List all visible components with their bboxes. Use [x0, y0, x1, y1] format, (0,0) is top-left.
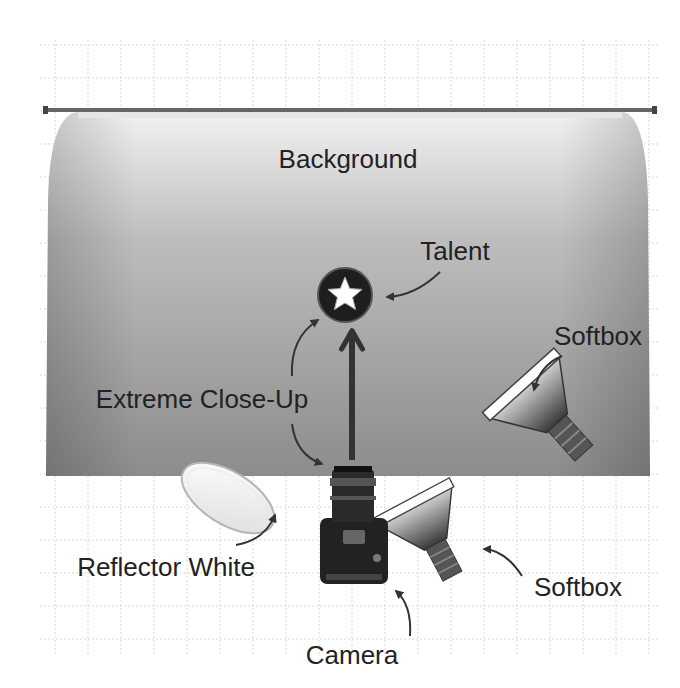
callout-label: Camera	[306, 641, 398, 671]
leader-arrow	[236, 515, 275, 545]
camera-direction-arrow	[349, 336, 355, 460]
grid-line	[40, 639, 660, 640]
background-sheet	[46, 112, 650, 476]
callout-label: Softbox	[554, 322, 642, 352]
leader-arrows	[236, 272, 562, 636]
background-bar	[45, 108, 655, 112]
camera-symbol	[320, 466, 388, 584]
grid	[40, 40, 660, 655]
leader-arrow	[484, 549, 522, 576]
bar-end	[652, 106, 657, 114]
bar-end	[43, 106, 48, 114]
region-title: Background	[46, 144, 650, 175]
talent-star	[328, 277, 362, 310]
talent-circle	[318, 268, 372, 322]
callout-label: Softbox	[534, 573, 622, 603]
softbox-symbol	[483, 348, 620, 485]
grid-line	[40, 45, 660, 46]
leader-arrow	[396, 591, 410, 636]
leader-arrow	[292, 320, 318, 376]
grid-line	[40, 78, 660, 79]
reflector-symbol	[170, 448, 286, 547]
grid-line	[40, 606, 660, 607]
softbox-symbol	[373, 478, 491, 596]
leader-arrow	[292, 424, 322, 464]
sheet-shade	[46, 112, 650, 476]
callout-label: Reflector White	[77, 553, 255, 583]
callout-label: Extreme Close-Up	[96, 385, 308, 415]
grid-line	[40, 111, 660, 112]
sheet-roll	[78, 112, 622, 118]
leader-arrow	[387, 272, 440, 297]
background-region: Background	[46, 114, 650, 476]
callout-label: Talent	[420, 237, 489, 267]
leader-arrow	[534, 356, 562, 390]
